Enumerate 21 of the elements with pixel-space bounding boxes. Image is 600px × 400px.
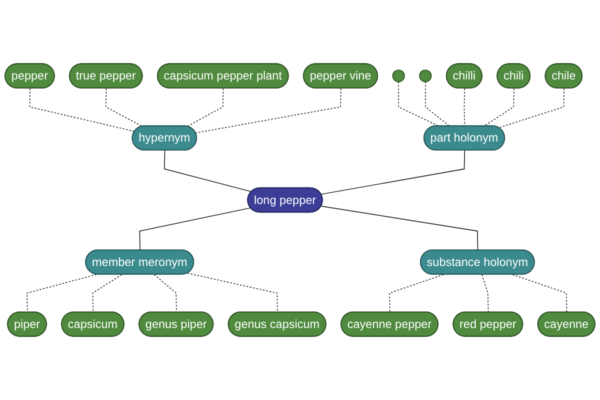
connector [398, 81, 440, 127]
connector [187, 272, 278, 313]
connector [195, 88, 342, 134]
connector [512, 274, 568, 313]
connector [26, 274, 97, 313]
connector [424, 81, 450, 127]
connector [320, 150, 466, 195]
connector [498, 88, 564, 128]
connector [92, 274, 122, 313]
connector [139, 207, 252, 251]
connector [164, 150, 252, 192]
connector [186, 88, 224, 127]
connector [105, 88, 143, 127]
connector [484, 88, 514, 127]
node-circle [392, 70, 405, 82]
connector [154, 274, 177, 313]
connector [389, 274, 444, 313]
connector [29, 88, 136, 132]
node-circle [419, 70, 432, 82]
connector [482, 274, 489, 313]
connector [320, 206, 478, 251]
